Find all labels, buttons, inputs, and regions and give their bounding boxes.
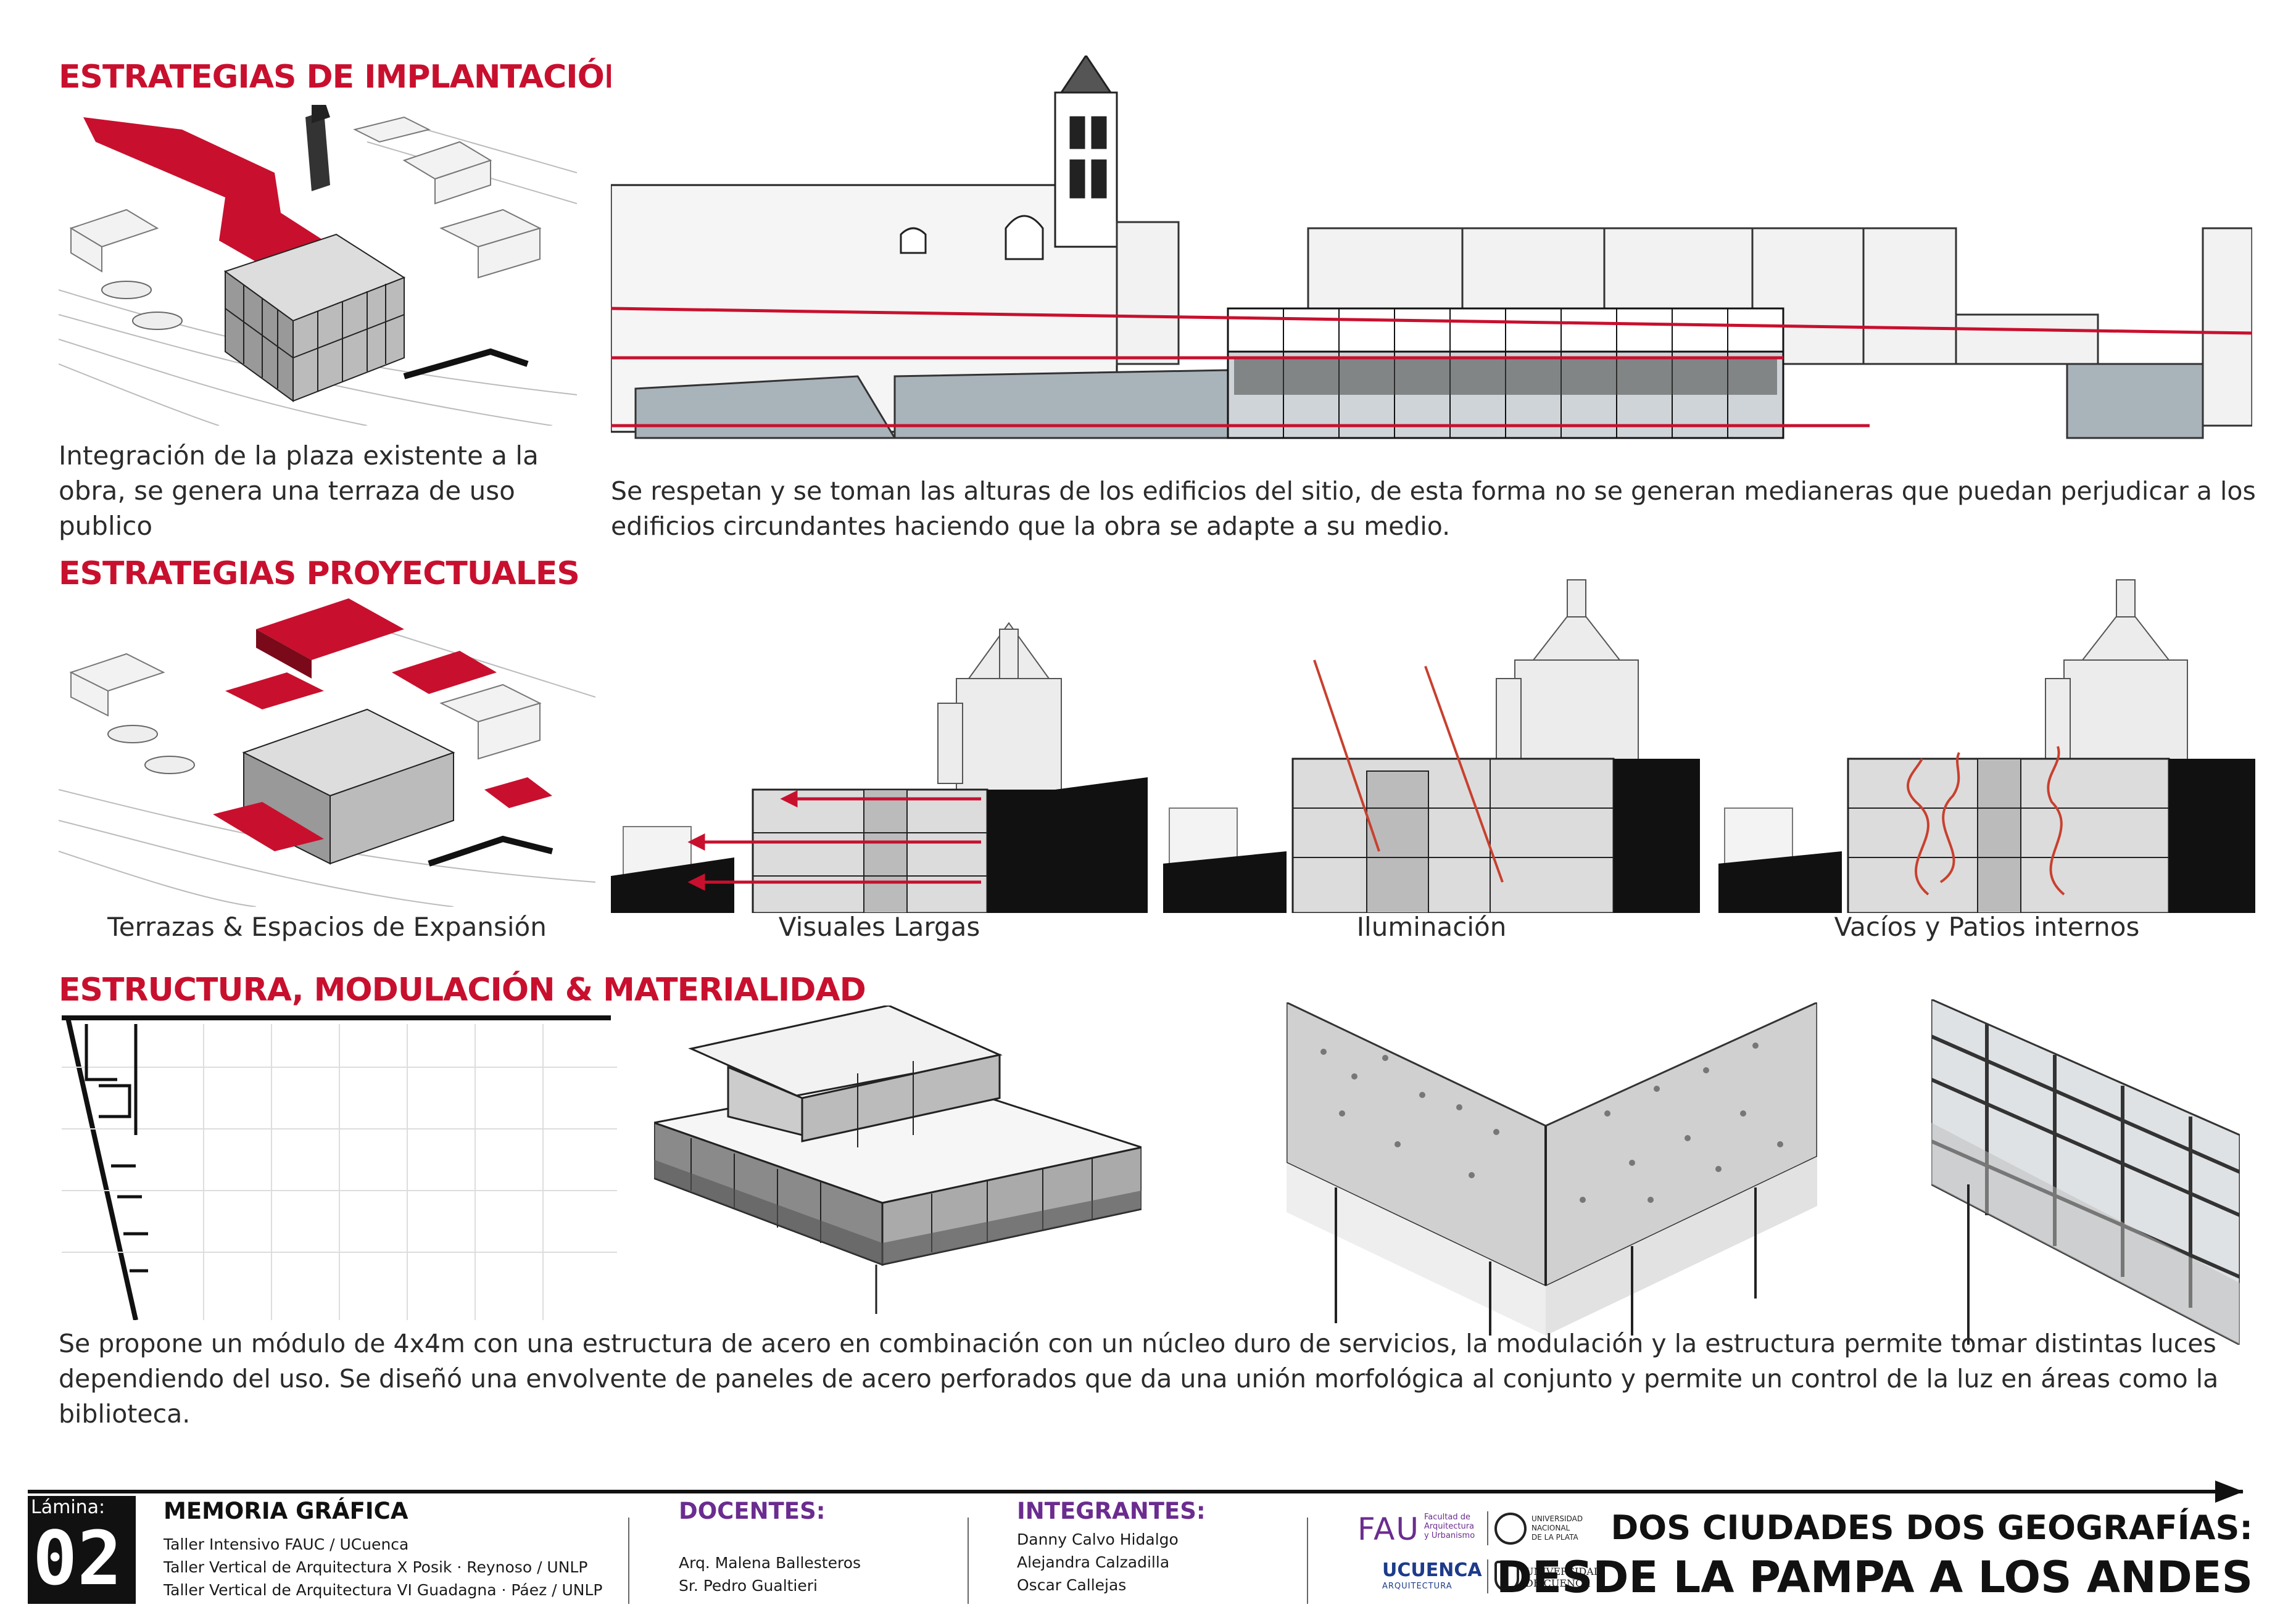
ucuenca-logo-subtitle: ARQUITECTURA [1382,1582,1453,1591]
terrazas-axonometric [59,592,595,907]
lamina-box: Lámina: 02 [28,1496,136,1604]
caption-vacios: Vacíos y Patios internos [1834,912,2140,942]
caption-terrazas: Terrazas & Espacios de Expansión [107,912,547,942]
implantacion-right-text: Se respetan y se toman las alturas de lo… [611,476,2256,541]
integrante-name: Oscar Callejas [1017,1576,1127,1594]
site-elevation [611,56,2252,450]
lamina-number: 02 [33,1516,122,1602]
section-visuales [611,611,1148,913]
footer-rule [28,1490,2243,1493]
implantacion-left-text: Integración de la plaza existente a la o… [59,440,539,541]
memoria-line: Taller Vertical de Arquitectura VI Guada… [164,1581,603,1599]
memoria-line: Taller Intensivo FAUC / UCuenca [164,1535,409,1553]
estructura-text: Se propone un módulo de 4x4m con una est… [59,1329,2219,1429]
footer-divider [628,1518,629,1604]
docente-name: Arq. Malena Ballesteros [679,1554,861,1572]
memoria-title: MEMORIA GRÁFICA [164,1498,408,1524]
logo-separator [1487,1559,1488,1593]
structure-axonometric [654,1006,1142,1314]
lamina-label: Lámina: [31,1497,106,1518]
facade-frame-detail [1931,999,2240,1345]
integrantes-block: INTEGRANTES: Danny Calvo Hidalgo Alejand… [1017,1498,1206,1596]
section-title-proyectuales: ESTRATEGIAS PROYECTUALES [59,555,580,592]
docente-name: Sr. Pedro Gualtieri [679,1577,818,1595]
logos-block: FAU Facultad de Arquitectura y Urbanismo… [1357,1511,1617,1604]
caption-visuales: Visuales Largas [778,912,980,942]
docentes-block: DOCENTES: Arq. Malena Ballesteros Sr. Pe… [679,1498,861,1597]
footer-arrow-head [2215,1481,2244,1503]
integrante-name: Danny Calvo Hidalgo [1017,1530,1179,1548]
section-iluminacion [1163,574,1700,913]
integrantes-title: INTEGRANTES: [1017,1498,1206,1524]
section-title-implantacion: ESTRATEGIAS DE IMPLANTACIÓN [59,59,631,96]
logo-separator [1487,1511,1488,1545]
ucuenca-univ-text: UNIVERSIDAD DE CUENCA [1525,1566,1602,1589]
ucuenca-shield-icon [1494,1561,1519,1592]
unlp-seal-icon [1494,1513,1527,1545]
integrante-name: Alejandra Calzadilla [1017,1553,1170,1571]
memoria-line: Taller Vertical de Arquitectura X Posik … [164,1558,588,1576]
implantacion-axonometric [59,105,577,426]
section-vacios [1718,574,2255,913]
ucuenca-logo: UCUENCA [1382,1559,1482,1581]
fau-logo-subtitle: Facultad de Arquitectura y Urbanismo [1424,1513,1475,1540]
project-title-line-1: DOS CIUDADES DOS GEOGRAFÍAS: [1610,1508,2253,1547]
docentes-title: DOCENTES: [679,1498,826,1524]
facade-panel-detail [1287,1002,1817,1336]
memoria-block: MEMORIA GRÁFICA Taller Intensivo FAUC / … [164,1498,603,1601]
footer-divider [1307,1518,1308,1604]
structural-grid-plan [62,1012,617,1320]
project-title-line-2: DESDE LA PAMPA A LOS ANDES [1496,1552,2253,1603]
section-title-estructura: ESTRUCTURA, MODULACIÓN & MATERIALIDAD [59,972,866,1009]
unlp-logo-text: UNIVERSIDAD NACIONAL DE LA PLATA [1531,1514,1583,1542]
fau-logo: FAU [1357,1511,1420,1547]
footer-divider [968,1518,969,1604]
caption-iluminacion: Iluminación [1356,912,1507,942]
project-title-block: DOS CIUDADES DOS GEOGRAFÍAS: DESDE LA PA… [1496,1508,2253,1603]
